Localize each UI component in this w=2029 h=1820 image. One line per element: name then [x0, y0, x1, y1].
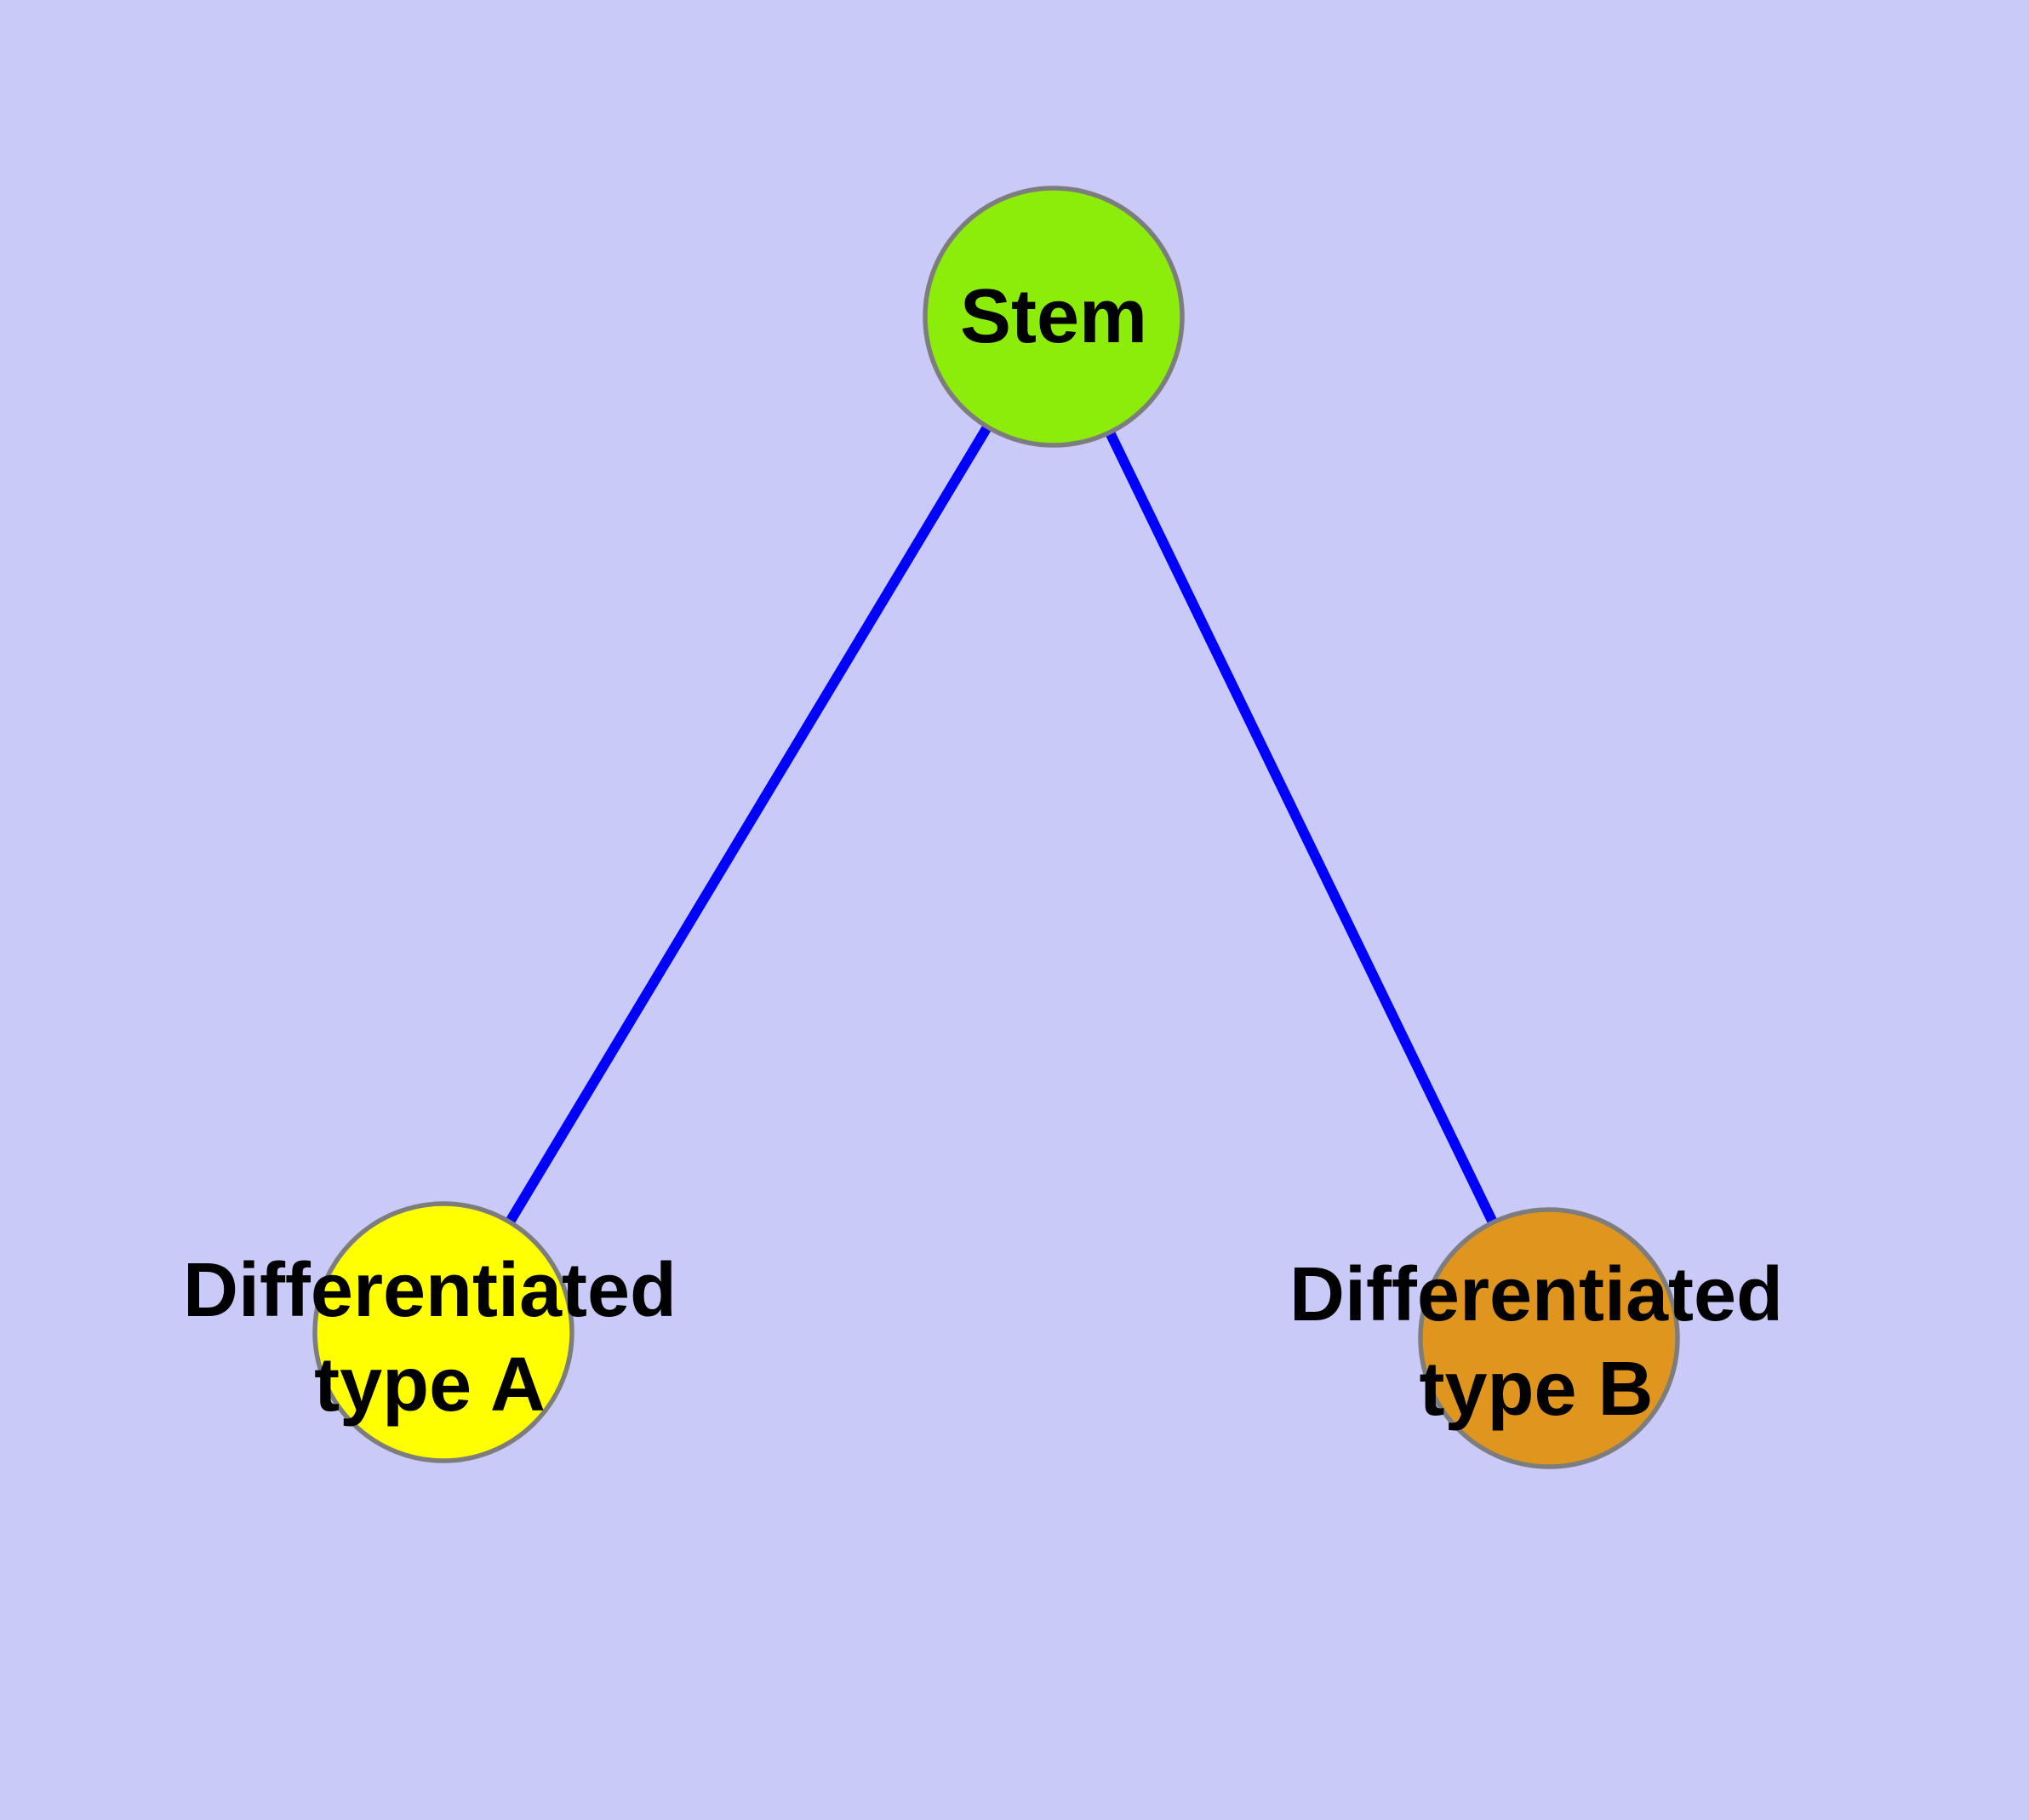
type-b-node-label-line-2: type B — [1419, 1347, 1653, 1432]
stem-node-circle — [923, 186, 1185, 448]
type-a-node-label-line-1: Differentiated — [183, 1248, 677, 1333]
type-b-node-circle — [1418, 1207, 1680, 1469]
edge-stem-to-type-b — [1049, 314, 1554, 1341]
type-a-node-label-line-2: type A — [314, 1342, 546, 1428]
type-b-node-label-line-1: Differentiated — [1289, 1252, 1783, 1337]
edge-stem-to-type-a — [438, 313, 1059, 1336]
type-a-node-circle — [312, 1201, 574, 1463]
stem-node-label: Stem — [960, 274, 1147, 359]
